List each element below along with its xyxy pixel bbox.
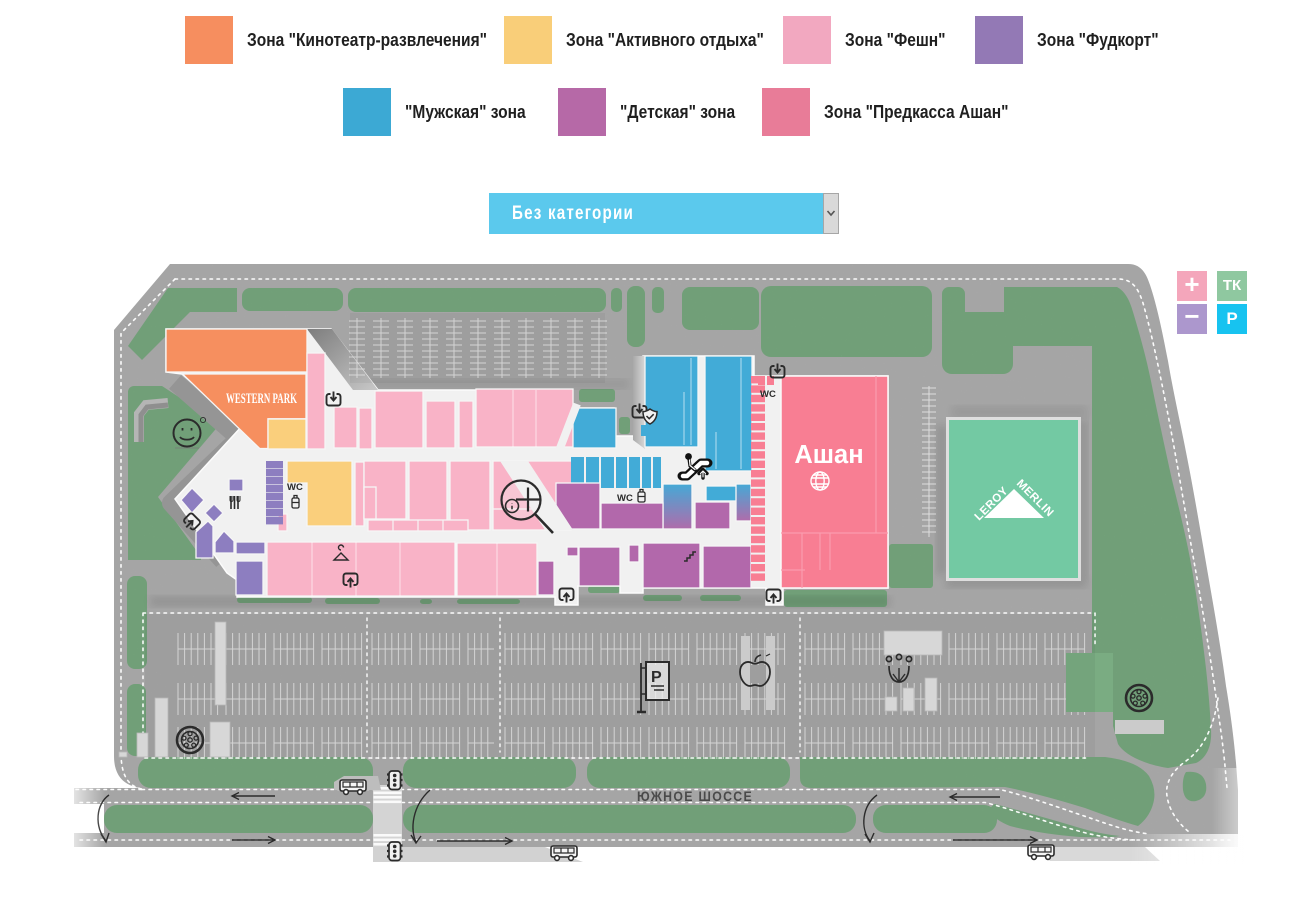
svg-text:WC: WC [617, 493, 633, 504]
svg-text:WC: WC [760, 389, 776, 400]
svg-text:ЮЖНОЕ ШОССЕ: ЮЖНОЕ ШОССЕ [637, 788, 753, 804]
svg-text:WESTERN PARK: WESTERN PARK [226, 391, 297, 407]
svg-text:Ашан: Ашан [794, 441, 863, 469]
svg-text:WC: WC [287, 482, 303, 493]
svg-text:P: P [651, 669, 662, 686]
